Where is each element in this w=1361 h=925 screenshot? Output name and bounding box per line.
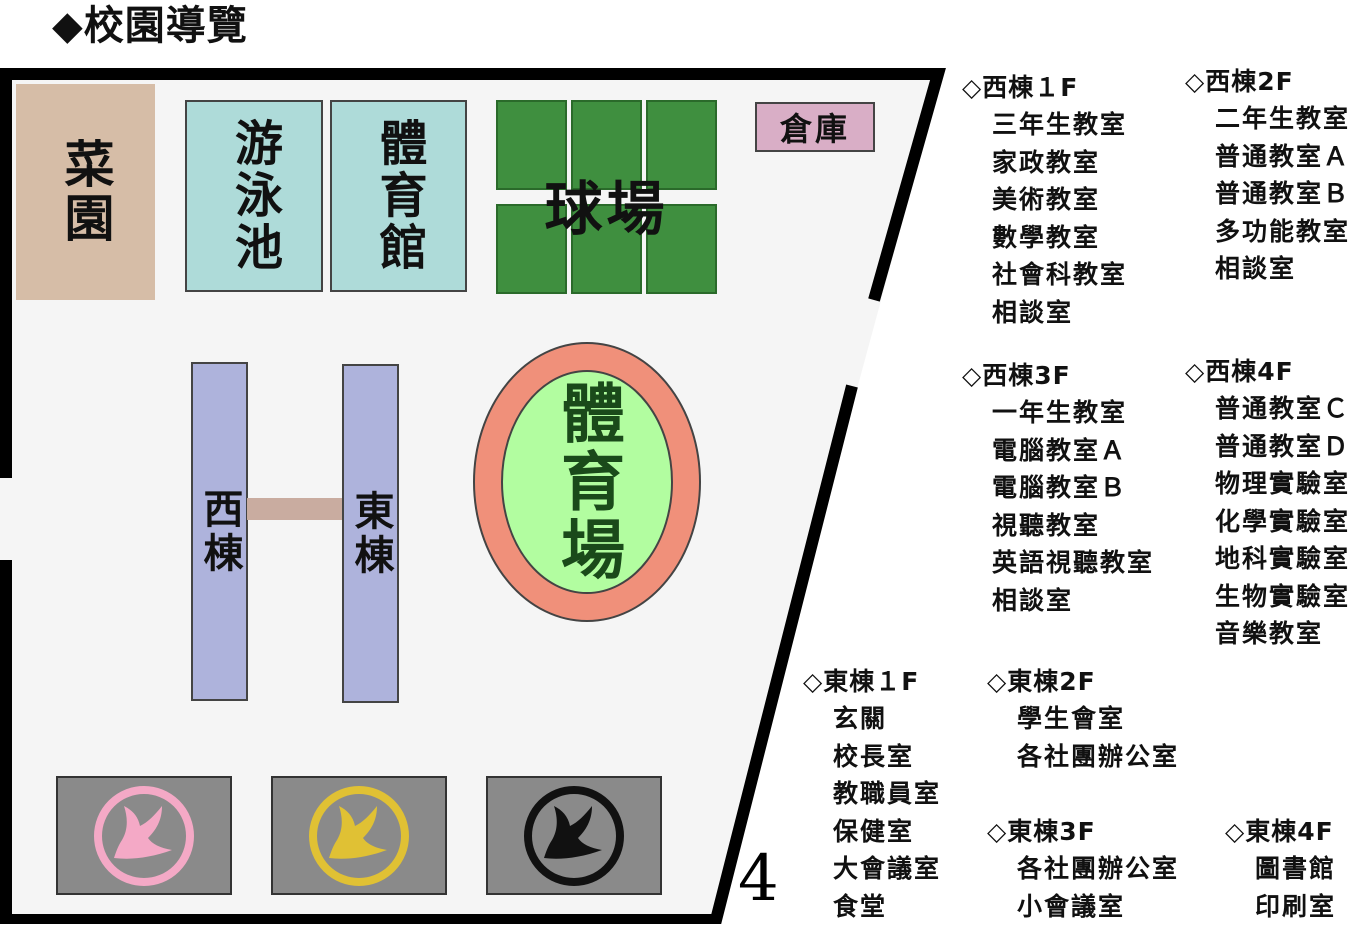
legend-room: 大會議室 bbox=[803, 850, 941, 888]
legend-east-1f: ◇東棟１F 玄關校長室教職員室保健室大會議室食堂 bbox=[803, 664, 941, 925]
legend-room: 數學教室 bbox=[962, 219, 1127, 257]
legend-room: 相談室 bbox=[962, 294, 1127, 332]
legend-room: 社會科教室 bbox=[962, 256, 1127, 294]
legend-title: ◇西棟4F bbox=[1185, 354, 1350, 390]
east-building[interactable]: 東棟 bbox=[342, 364, 399, 703]
legend-room: 相談室 bbox=[1185, 250, 1350, 288]
legend-room: 保健室 bbox=[803, 813, 941, 851]
vegetable-garden[interactable]: 菜園 bbox=[16, 84, 155, 300]
stadium[interactable]: 體育場 bbox=[502, 372, 672, 592]
stadium-label: 體育場 bbox=[541, 380, 633, 584]
legend-title: ◇西棟3F bbox=[962, 358, 1154, 394]
storage[interactable]: 倉庫 bbox=[755, 102, 875, 152]
legend-room: 普通教室Ｄ bbox=[1185, 428, 1350, 466]
legend-room: 一年生教室 bbox=[962, 394, 1154, 432]
legend-room: 多功能教室 bbox=[1185, 213, 1350, 251]
vegetable-garden-label: 菜園 bbox=[50, 138, 122, 246]
legend-room: 二年生教室 bbox=[1185, 100, 1350, 138]
legend-room: 三年生教室 bbox=[962, 106, 1127, 144]
legend-title: ◇東棟4F bbox=[1225, 814, 1336, 850]
north-mark: 4 bbox=[738, 842, 779, 916]
legend-east-2f: ◇東棟2F 學生會室各社團辦公室 bbox=[987, 664, 1179, 775]
legend-east-3f: ◇東棟3F 各社團辦公室小會議室 bbox=[987, 814, 1179, 925]
legend-room: 校長室 bbox=[803, 738, 941, 776]
legend-room: 相談室 bbox=[962, 582, 1154, 620]
east-building-label: 東棟 bbox=[342, 490, 400, 578]
legend-room: 電腦教室Ａ bbox=[962, 432, 1154, 470]
legend-title: ◇東棟2F bbox=[987, 664, 1179, 700]
legend-title: ◇東棟１F bbox=[803, 664, 941, 700]
legend-room: 家政教室 bbox=[962, 144, 1127, 182]
legend-title: ◇西棟１F bbox=[962, 70, 1127, 106]
legend-room: 普通教室Ａ bbox=[1185, 138, 1350, 176]
legend-room: 學生會室 bbox=[987, 700, 1179, 738]
legend-room: 各社團辦公室 bbox=[987, 850, 1179, 888]
legend-room: 物理實驗室 bbox=[1185, 465, 1350, 503]
storage-label: 倉庫 bbox=[780, 104, 850, 150]
emblem-building-yellow[interactable] bbox=[271, 776, 447, 895]
west-building[interactable]: 西棟 bbox=[191, 362, 248, 701]
legend-room: 地科實驗室 bbox=[1185, 540, 1350, 578]
legend-room: 化學實驗室 bbox=[1185, 503, 1350, 541]
flower-emblem-icon bbox=[92, 784, 196, 888]
legend-room: 生物實驗室 bbox=[1185, 578, 1350, 616]
legend-room: 小會議室 bbox=[987, 888, 1179, 925]
legend-east-4f: ◇東棟4F 圖書館印刷室 bbox=[1225, 814, 1336, 925]
legend-room: 各社團辦公室 bbox=[987, 738, 1179, 776]
ball-court[interactable]: 球場 bbox=[496, 100, 717, 294]
flower-emblem-icon bbox=[307, 784, 411, 888]
emblem-building-pink[interactable] bbox=[56, 776, 232, 895]
swimming-pool[interactable]: 游泳池 bbox=[185, 100, 323, 292]
gymnasium[interactable]: 體育館 bbox=[330, 100, 467, 292]
gymnasium-label: 體育館 bbox=[364, 118, 434, 274]
legend-room: 圖書館 bbox=[1225, 850, 1336, 888]
legend-room: 音樂教室 bbox=[1185, 615, 1350, 653]
west-building-label: 西棟 bbox=[191, 488, 249, 576]
flower-emblem-icon bbox=[522, 784, 626, 888]
legend-room: 印刷室 bbox=[1225, 888, 1336, 925]
legend-west-1f: ◇西棟１F 三年生教室家政教室美術教室數學教室社會科教室相談室 bbox=[962, 70, 1127, 331]
swimming-pool-label: 游泳池 bbox=[219, 118, 289, 274]
legend-room: 美術教室 bbox=[962, 181, 1127, 219]
legend-title: ◇東棟3F bbox=[987, 814, 1179, 850]
legend-room: 英語視聽教室 bbox=[962, 544, 1154, 582]
emblem-building-black[interactable] bbox=[486, 776, 662, 895]
legend-room: 視聽教室 bbox=[962, 507, 1154, 545]
building-corridor bbox=[247, 498, 343, 520]
legend-room: 玄關 bbox=[803, 700, 941, 738]
ball-court-label: 球場 bbox=[496, 162, 717, 246]
legend-room: 普通教室Ｂ bbox=[1185, 175, 1350, 213]
legend-title: ◇西棟2F bbox=[1185, 64, 1350, 100]
legend-room: 食堂 bbox=[803, 888, 941, 925]
legend-room: 電腦教室Ｂ bbox=[962, 469, 1154, 507]
legend-room: 教職員室 bbox=[803, 775, 941, 813]
legend-room: 普通教室Ｃ bbox=[1185, 390, 1350, 428]
